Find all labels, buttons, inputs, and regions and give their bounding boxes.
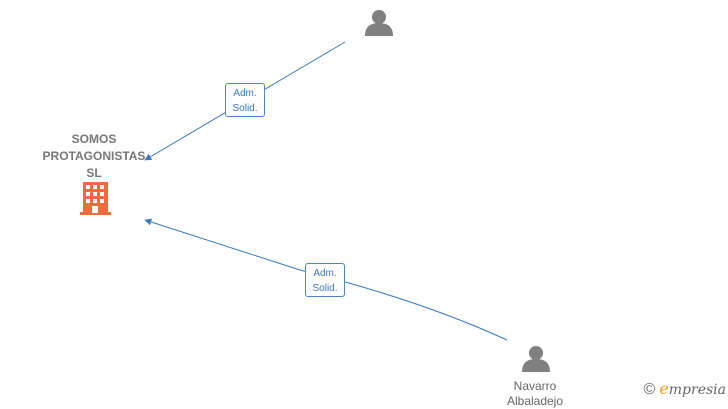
company-name-line: SL <box>86 166 102 180</box>
person-icon[interactable] <box>365 10 393 36</box>
edge-label-line: Solid. <box>312 283 338 294</box>
edge-label-line: Solid. <box>232 103 258 114</box>
company-building-icon[interactable] <box>80 182 111 215</box>
person-name-line: Albaladejo <box>506 394 564 408</box>
edge-label-line: Adm. <box>233 88 257 99</box>
edge-label-line: Adm. <box>313 268 337 279</box>
person-name-line: Navarro <box>513 379 557 393</box>
copyright-icon: © <box>643 381 656 399</box>
person-icon[interactable] <box>522 346 550 372</box>
brand-logo-letter: e <box>659 379 669 398</box>
edge-label-role: Adm. Solid. <box>225 83 265 117</box>
empresia-watermark: ©empresia <box>644 379 727 399</box>
company-name[interactable]: SOMOS PROTAGONISTAS SL <box>30 131 158 182</box>
relationship-diagram <box>80 10 550 372</box>
brand-logo-text: mpresia <box>668 382 726 398</box>
company-name-line: PROTAGONISTAS <box>42 149 146 163</box>
person-name[interactable]: Navarro Albaladejo <box>480 379 590 409</box>
company-name-line: SOMOS <box>71 132 117 146</box>
edge-label-role: Adm. Solid. <box>305 263 345 297</box>
